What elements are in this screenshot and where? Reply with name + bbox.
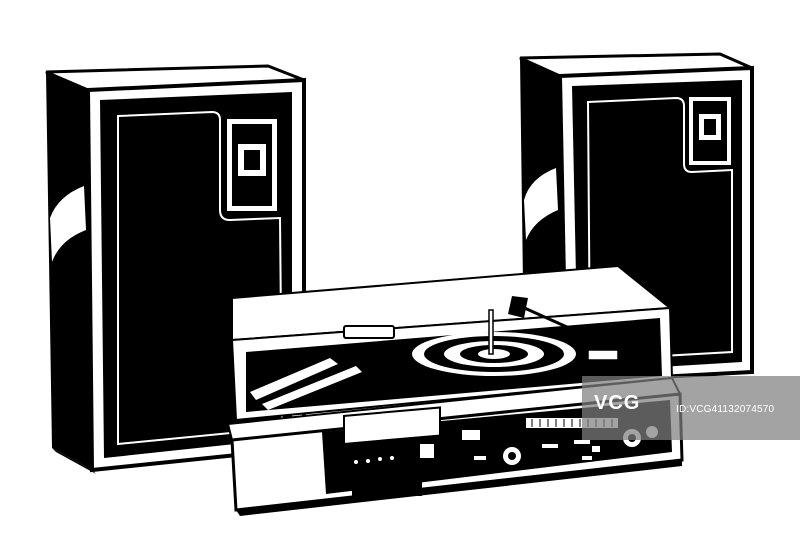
left-speaker-icon [45, 64, 306, 474]
turntable-icon [376, 296, 620, 396]
watermark-id: ID:VCG41132074570 [676, 404, 775, 415]
watermark-logo: VCG [594, 392, 641, 414]
watermark-box: VCG ID:VCG41132074570 [582, 376, 800, 440]
